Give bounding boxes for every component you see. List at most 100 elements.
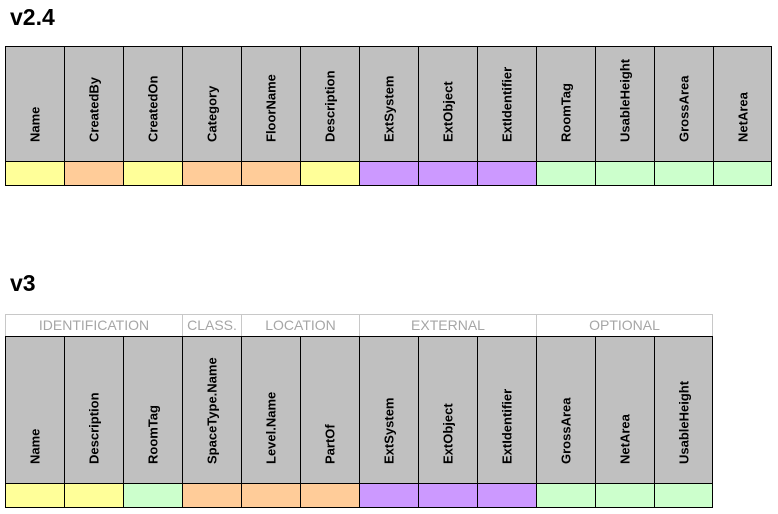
column-header-label: Name [27, 106, 43, 142]
column: PartOf [300, 337, 359, 508]
color-cell [418, 484, 477, 508]
v3-column-grid: Name Description RoomTag SpaceType.Name Leve… [5, 336, 713, 508]
column: UsableHeight [654, 337, 713, 508]
column: GrossArea [654, 47, 713, 186]
color-cell [477, 484, 536, 508]
column: CreatedBy [64, 47, 123, 186]
column-header: Category [182, 47, 241, 162]
column: ExtSystem [359, 47, 418, 186]
version-2-4-title: v2.4 [10, 4, 55, 30]
v2-4-column-grid: Name CreatedBy CreatedOn Category FloorName D… [5, 46, 772, 186]
group-header: IDENTIFICATION [5, 314, 182, 336]
color-cell [477, 162, 536, 186]
column-header: SpaceType.Name [182, 337, 241, 484]
column: ExtIdentifier [477, 47, 536, 186]
column-header-label: CreatedBy [86, 76, 102, 142]
column: RoomTag [536, 47, 595, 186]
column-header-label: Category [204, 85, 220, 142]
column-header-label: NetArea [735, 92, 750, 142]
column: ExtSystem [359, 337, 418, 508]
column-header-label: Level.Name [263, 391, 279, 464]
column-header: NetArea [713, 47, 772, 162]
column-header-label: GrossArea [676, 75, 692, 142]
color-cell [123, 484, 182, 508]
column: CreatedOn [123, 47, 182, 186]
group-header: EXTERNAL [359, 314, 536, 336]
color-cell [713, 162, 772, 186]
color-cell [241, 484, 300, 508]
color-cell [536, 484, 595, 508]
column: Description [300, 47, 359, 186]
column-header: ExtSystem [359, 47, 418, 162]
column-header: PartOf [300, 337, 359, 484]
column: SpaceType.Name [182, 337, 241, 508]
column-header: Description [64, 337, 123, 484]
color-cell [595, 162, 654, 186]
column: ExtIdentifier [477, 337, 536, 508]
column-header-label: ExtSystem [381, 75, 397, 142]
group-header: OPTIONAL [536, 314, 713, 336]
color-cell [654, 484, 713, 508]
column-header-label: UsableHeight [617, 58, 633, 142]
column: NetArea [595, 337, 654, 508]
column-header-label: Description [86, 392, 102, 464]
column-header: ExtObject [418, 47, 477, 162]
column: ExtObject [418, 337, 477, 508]
column: Category [182, 47, 241, 186]
color-cell [418, 162, 477, 186]
column-header: CreatedOn [123, 47, 182, 162]
column: RoomTag [123, 337, 182, 508]
column-header: ExtSystem [359, 337, 418, 484]
color-cell [182, 484, 241, 508]
column-header: ExtIdentifier [477, 337, 536, 484]
column-header-label: ExtObject [440, 403, 456, 464]
column: Name [5, 337, 64, 508]
color-cell [359, 162, 418, 186]
column-header-label: RoomTag [558, 83, 574, 142]
column-header-label: RoomTag [145, 405, 161, 464]
color-cell [5, 162, 64, 186]
column-header: FloorName [241, 47, 300, 162]
column-header-label: Name [27, 428, 43, 464]
column-header: GrossArea [654, 47, 713, 162]
color-cell [300, 484, 359, 508]
column-header: GrossArea [536, 337, 595, 484]
column: Level.Name [241, 337, 300, 508]
column-header-label: UsableHeight [676, 380, 691, 464]
column-header: ExtIdentifier [477, 47, 536, 162]
column: GrossArea [536, 337, 595, 508]
column-header: UsableHeight [595, 47, 654, 162]
version-3-title: v3 [10, 270, 36, 296]
column-header-label: ExtObject [440, 81, 456, 142]
color-cell [64, 484, 123, 508]
color-cell [359, 484, 418, 508]
column-header-label: FloorName [263, 74, 279, 142]
column-header-label: GrossArea [558, 397, 574, 464]
column: Description [64, 337, 123, 508]
color-cell [241, 162, 300, 186]
column-header: Name [5, 47, 64, 162]
column-header: RoomTag [123, 337, 182, 484]
color-cell [654, 162, 713, 186]
column-header-label: Description [322, 70, 338, 142]
color-cell [182, 162, 241, 186]
column-header: Name [5, 337, 64, 484]
color-cell [536, 162, 595, 186]
column: UsableHeight [595, 47, 654, 186]
color-cell [123, 162, 182, 186]
column-header-label: ExtSystem [381, 397, 397, 464]
column-header: RoomTag [536, 47, 595, 162]
column-header-label: CreatedOn [145, 75, 161, 142]
group-header: CLASS. [182, 314, 241, 336]
column-header: UsableHeight [654, 337, 713, 484]
column-header: ExtObject [418, 337, 477, 484]
color-cell [64, 162, 123, 186]
column-header-label: ExtIdentifier [499, 388, 515, 464]
column-header: Level.Name [241, 337, 300, 484]
column-header: NetArea [595, 337, 654, 484]
color-cell [5, 484, 64, 508]
column-header-label: NetArea [617, 414, 633, 464]
column: ExtObject [418, 47, 477, 186]
group-header: LOCATION [241, 314, 359, 336]
